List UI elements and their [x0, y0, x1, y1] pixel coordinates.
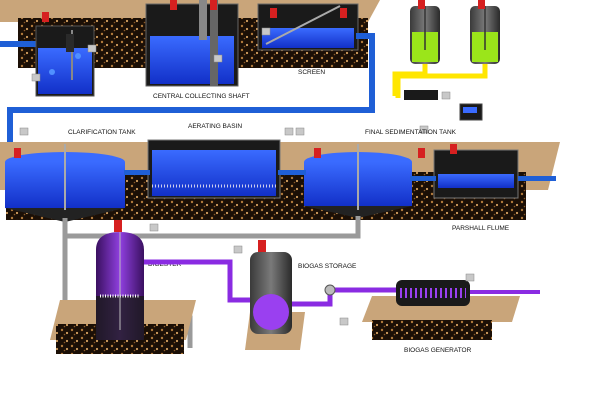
indicator-tag-icon [441, 91, 451, 100]
biogas-storage [250, 252, 292, 334]
indicator-tag-icon [31, 73, 41, 82]
purple-pipe-to-generator [292, 287, 400, 307]
pump-motor [66, 34, 74, 52]
valve-icon[interactable] [170, 0, 177, 10]
indicator-tag-icon [465, 273, 475, 282]
indicator-tag-icon [149, 223, 159, 232]
purple-biogas-pipe [144, 259, 260, 303]
valve-icon[interactable] [14, 148, 21, 158]
outlet-pipe [518, 176, 556, 181]
blue-pipe-sedimentation-to-flume [410, 176, 436, 181]
chemical-dosing [410, 6, 500, 64]
parshall-flume [433, 149, 519, 199]
label-final-sedimentation-tank: FINAL SEDIMENTATION TANK [365, 129, 457, 136]
valve-icon[interactable] [418, 0, 425, 9]
indicator-tag-icon [19, 127, 29, 136]
label-screen: SCREEN [298, 69, 325, 76]
pump-tank [35, 25, 95, 97]
indicator-tag-icon [284, 127, 294, 136]
label-biogas-generator: BIOGAS GENERATOR [404, 347, 472, 354]
blue-pipe-clarifier-to-basin [124, 170, 150, 175]
gray-sludge-pipe [62, 216, 361, 239]
yellow-dosing-pipe-2 [395, 64, 488, 98]
central-collecting-shaft [145, 0, 239, 87]
valve-icon[interactable] [478, 0, 485, 9]
indicator-tag-icon [339, 317, 349, 326]
soil-bottom-right [372, 320, 492, 340]
indicator-tag-icon [295, 127, 305, 136]
inlet-pipe [0, 41, 40, 47]
valve-icon[interactable] [418, 148, 425, 158]
indicator-tag-icon [233, 245, 243, 254]
valve-icon[interactable] [314, 148, 321, 158]
indicator-tag-icon [213, 54, 223, 63]
valve-icon[interactable] [340, 8, 347, 18]
valve-icon[interactable] [270, 8, 277, 18]
blue-pipe-basin-to-sedimentation [278, 170, 306, 175]
valve-icon[interactable] [450, 144, 457, 154]
dosing-pump [404, 90, 438, 100]
label-central-collecting-shaft: CENTRAL COLLECTING SHAFT [153, 93, 250, 100]
indicator-tag-icon [419, 125, 429, 134]
indicator-tag-icon [261, 27, 271, 36]
valve-icon[interactable] [42, 12, 49, 22]
valve-icon[interactable] [114, 220, 122, 232]
label-aerating-basin: AERATING BASIN [188, 123, 242, 130]
valve-icon[interactable] [210, 0, 217, 10]
indicator-tag-icon [87, 44, 97, 53]
biogas-generator [396, 280, 470, 306]
gauge-icon [324, 284, 336, 296]
valve-icon[interactable] [258, 240, 266, 252]
clarification-tank [5, 144, 125, 222]
label-parshall-flume: PARSHALL FLUME [452, 225, 510, 232]
label-biogas-storage: BIOGAS STORAGE [298, 263, 357, 270]
label-clarification-tank: CLARIFICATION TANK [68, 129, 136, 136]
blue-pipe-screen-to-clarifier [7, 33, 375, 170]
generator-output-pipe [470, 290, 540, 294]
aerating-basin [147, 139, 281, 199]
digester [96, 232, 144, 340]
final-sedimentation-tank [304, 144, 412, 218]
control-panel-screen [463, 107, 477, 113]
